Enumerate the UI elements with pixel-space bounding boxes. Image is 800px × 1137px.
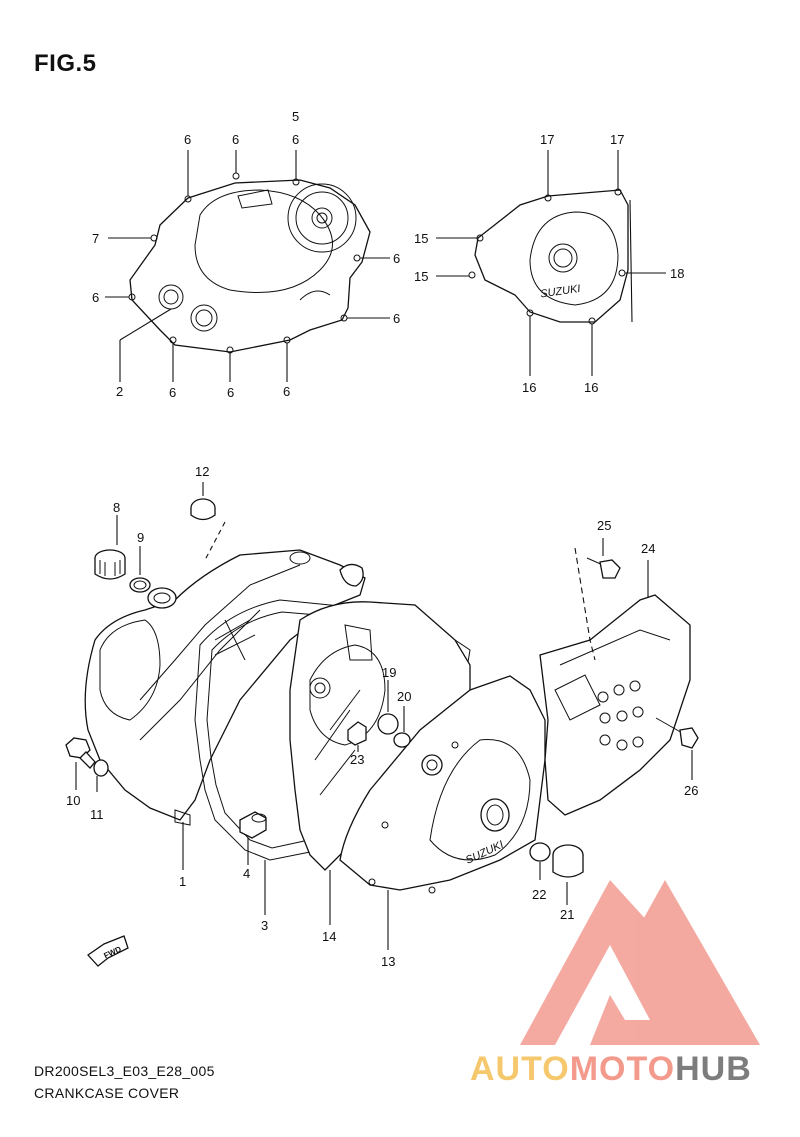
figure-title: FIG.5 [34, 50, 97, 77]
callout-16: 16 [522, 380, 536, 395]
callout-9: 9 [137, 530, 144, 545]
callout-15: 15 [414, 231, 428, 246]
callout-7: 7 [92, 231, 99, 246]
watermark-part-3: HUB [675, 1050, 752, 1088]
callout-6: 6 [232, 132, 239, 147]
o-ring-9 [129, 577, 151, 593]
washer-11 [93, 759, 109, 777]
section-title: CRANKCASE COVER [34, 1085, 180, 1101]
fwd-arrow-icon: FWD [87, 935, 129, 967]
callout-6: 6 [169, 385, 176, 400]
callout-17: 17 [540, 132, 554, 147]
crankcase-cover-clutch [84, 549, 366, 826]
callout-21: 21 [560, 907, 574, 922]
callout-6: 6 [393, 251, 400, 266]
plug-19 [377, 713, 399, 735]
drain-bolt-10 [65, 737, 96, 769]
callout-16: 16 [584, 380, 598, 395]
callout-17: 17 [610, 132, 624, 147]
callout-labels: 6 6 5 6 7 6 6 6 2 6 6 6 17 17 15 15 18 1… [66, 109, 698, 969]
callout-10: 10 [66, 793, 80, 808]
callout-24: 24 [641, 541, 655, 556]
oil-seal-12 [190, 498, 216, 521]
bolt-25 [586, 557, 621, 579]
callout-8: 8 [113, 500, 120, 515]
o-ring-20 [393, 732, 411, 748]
callout-20: 20 [397, 689, 411, 704]
callout-6: 6 [92, 290, 99, 305]
callout-11: 11 [90, 807, 104, 822]
callout-19: 19 [382, 665, 396, 680]
callout-5: 5 [292, 109, 299, 124]
callout-22: 22 [532, 887, 546, 902]
watermark-text: AUTOMOTOHUB [470, 1050, 752, 1089]
callout-18: 18 [670, 266, 684, 281]
watermark-part-2: MOTO [569, 1050, 676, 1088]
clutch-cover-top-view [128, 172, 371, 354]
inner-cover-stator [289, 601, 471, 871]
leader-lines-top-right [436, 150, 666, 376]
callout-25: 25 [597, 518, 611, 533]
callout-6: 6 [184, 132, 191, 147]
callout-6: 6 [227, 385, 234, 400]
magneto-cover-top-view: SUZUKI [468, 188, 629, 325]
callout-23: 23 [350, 752, 364, 767]
leader-lines-top-left [105, 150, 390, 382]
callout-13: 13 [381, 954, 395, 969]
callout-2: 2 [116, 384, 123, 399]
callout-1: 1 [179, 874, 186, 889]
o-ring-22 [529, 842, 551, 862]
dowel-pin [239, 811, 267, 839]
callout-6: 6 [292, 132, 299, 147]
magneto-cover-lower: SUZUKI [339, 675, 546, 894]
callout-14: 14 [322, 929, 336, 944]
oil-filler-cap [94, 549, 126, 580]
leader-lines-lower [75, 482, 693, 950]
callout-4: 4 [243, 866, 250, 881]
callout-6: 6 [283, 384, 290, 399]
bolt-26 [655, 717, 699, 749]
callout-3: 3 [261, 918, 268, 933]
watermark-logo-icon [520, 880, 760, 1045]
diagram-code: DR200SEL3_E03_E28_005 [34, 1063, 215, 1079]
callout-15: 15 [414, 269, 428, 284]
callout-6: 6 [393, 311, 400, 326]
brand-mark-top: SUZUKI [540, 283, 582, 300]
callout-26: 26 [684, 783, 698, 798]
sprocket-cover [539, 594, 691, 816]
callout-12: 12 [195, 464, 209, 479]
dowel-23 [347, 721, 367, 746]
watermark-part-1: AUTO [470, 1050, 570, 1088]
plug-21 [552, 844, 584, 878]
